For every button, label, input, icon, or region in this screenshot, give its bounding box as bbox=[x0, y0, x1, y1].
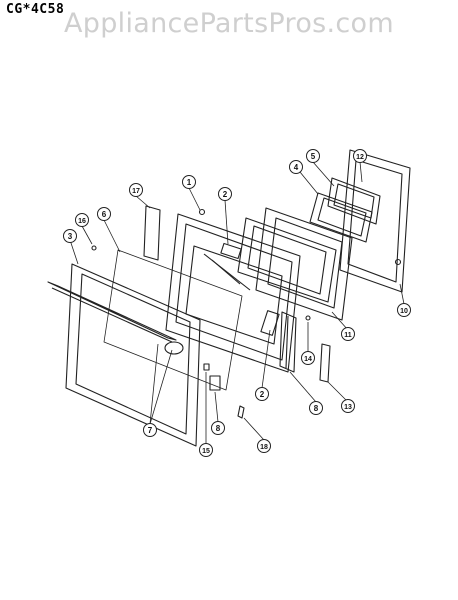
callout-c14: 14 bbox=[301, 351, 315, 365]
callout-circle bbox=[341, 327, 355, 341]
callout-c16: 16 bbox=[75, 213, 89, 227]
callout-c10: 10 bbox=[397, 303, 411, 317]
callout-circle bbox=[309, 401, 323, 415]
callout-label: 14 bbox=[304, 356, 312, 363]
callout-label: 18 bbox=[260, 444, 268, 451]
callout-circle bbox=[341, 399, 355, 413]
screw-14 bbox=[305, 315, 311, 321]
callout-label: 16 bbox=[78, 218, 86, 225]
callout-label: 8 bbox=[314, 404, 319, 413]
callout-label: 3 bbox=[68, 232, 73, 241]
callout-circle bbox=[255, 387, 269, 401]
callout-circle bbox=[211, 421, 225, 435]
callout-circle bbox=[63, 229, 77, 243]
callout-circle bbox=[75, 213, 89, 227]
callout-circle bbox=[199, 443, 213, 457]
callout-circle bbox=[301, 351, 315, 365]
strip-13 bbox=[319, 343, 331, 383]
rear-window-glass bbox=[309, 177, 381, 243]
callout-c3: 3 bbox=[63, 229, 77, 243]
callout-label: 8 bbox=[216, 424, 221, 433]
callout-c6: 6 bbox=[97, 207, 111, 221]
callout-label: 12 bbox=[356, 154, 364, 161]
callout-circle bbox=[97, 207, 111, 221]
callout-c8a: 8 bbox=[211, 421, 225, 435]
model-code: CG*4C58 bbox=[6, 2, 65, 17]
callout-c2b: 2 bbox=[255, 387, 269, 401]
callout-label: 2 bbox=[223, 190, 228, 199]
outer-door-frame bbox=[65, 263, 201, 447]
callout-label: 11 bbox=[344, 332, 352, 339]
callout-label: 1 bbox=[187, 178, 192, 187]
insulation-panel bbox=[103, 249, 243, 391]
callout-label: 15 bbox=[202, 448, 210, 455]
callout-label: 17 bbox=[132, 188, 140, 195]
callout-c8b: 8 bbox=[309, 401, 323, 415]
hinge-strip bbox=[143, 205, 161, 261]
callout-c4: 4 bbox=[289, 160, 303, 174]
callout-c7: 7 bbox=[143, 423, 157, 437]
door-liner bbox=[165, 213, 301, 373]
callout-label: 2 bbox=[260, 390, 265, 399]
callout-circle bbox=[306, 149, 320, 163]
callout-circle bbox=[143, 423, 157, 437]
watermark: AppliancePartsPros.com bbox=[64, 8, 394, 39]
callout-c17: 17 bbox=[129, 183, 143, 197]
callout-c18: 18 bbox=[257, 439, 271, 453]
callout-circle bbox=[257, 439, 271, 453]
callout-c13: 13 bbox=[341, 399, 355, 413]
inner-door-frame bbox=[237, 207, 353, 321]
callout-label: 4 bbox=[294, 163, 299, 172]
clip-15 bbox=[203, 363, 210, 371]
rear-door-panel bbox=[339, 149, 411, 293]
callout-circle bbox=[182, 175, 196, 189]
callout-circle bbox=[289, 160, 303, 174]
callout-circle bbox=[397, 303, 411, 317]
callout-circle bbox=[129, 183, 143, 197]
clip-8 bbox=[209, 375, 221, 391]
screw-16 bbox=[91, 245, 97, 251]
callout-c2a: 2 bbox=[218, 187, 232, 201]
callout-label: 5 bbox=[311, 152, 316, 161]
callout-c1: 1 bbox=[182, 175, 196, 189]
leader-lines bbox=[69, 161, 405, 444]
side-channel bbox=[279, 311, 297, 373]
door-handle bbox=[47, 281, 184, 355]
callout-label: 10 bbox=[400, 308, 408, 315]
callout-circle bbox=[353, 149, 367, 163]
callout-c5: 5 bbox=[306, 149, 320, 163]
callout-label: 13 bbox=[344, 404, 352, 411]
callout-c12: 12 bbox=[353, 149, 367, 163]
callout-label: 6 bbox=[102, 210, 107, 219]
callout-c15: 15 bbox=[199, 443, 213, 457]
callout-circle bbox=[218, 187, 232, 201]
screw-1 bbox=[198, 208, 206, 216]
bracket-18 bbox=[237, 405, 245, 419]
callout-c11: 11 bbox=[341, 327, 355, 341]
callout-label: 7 bbox=[148, 426, 153, 435]
